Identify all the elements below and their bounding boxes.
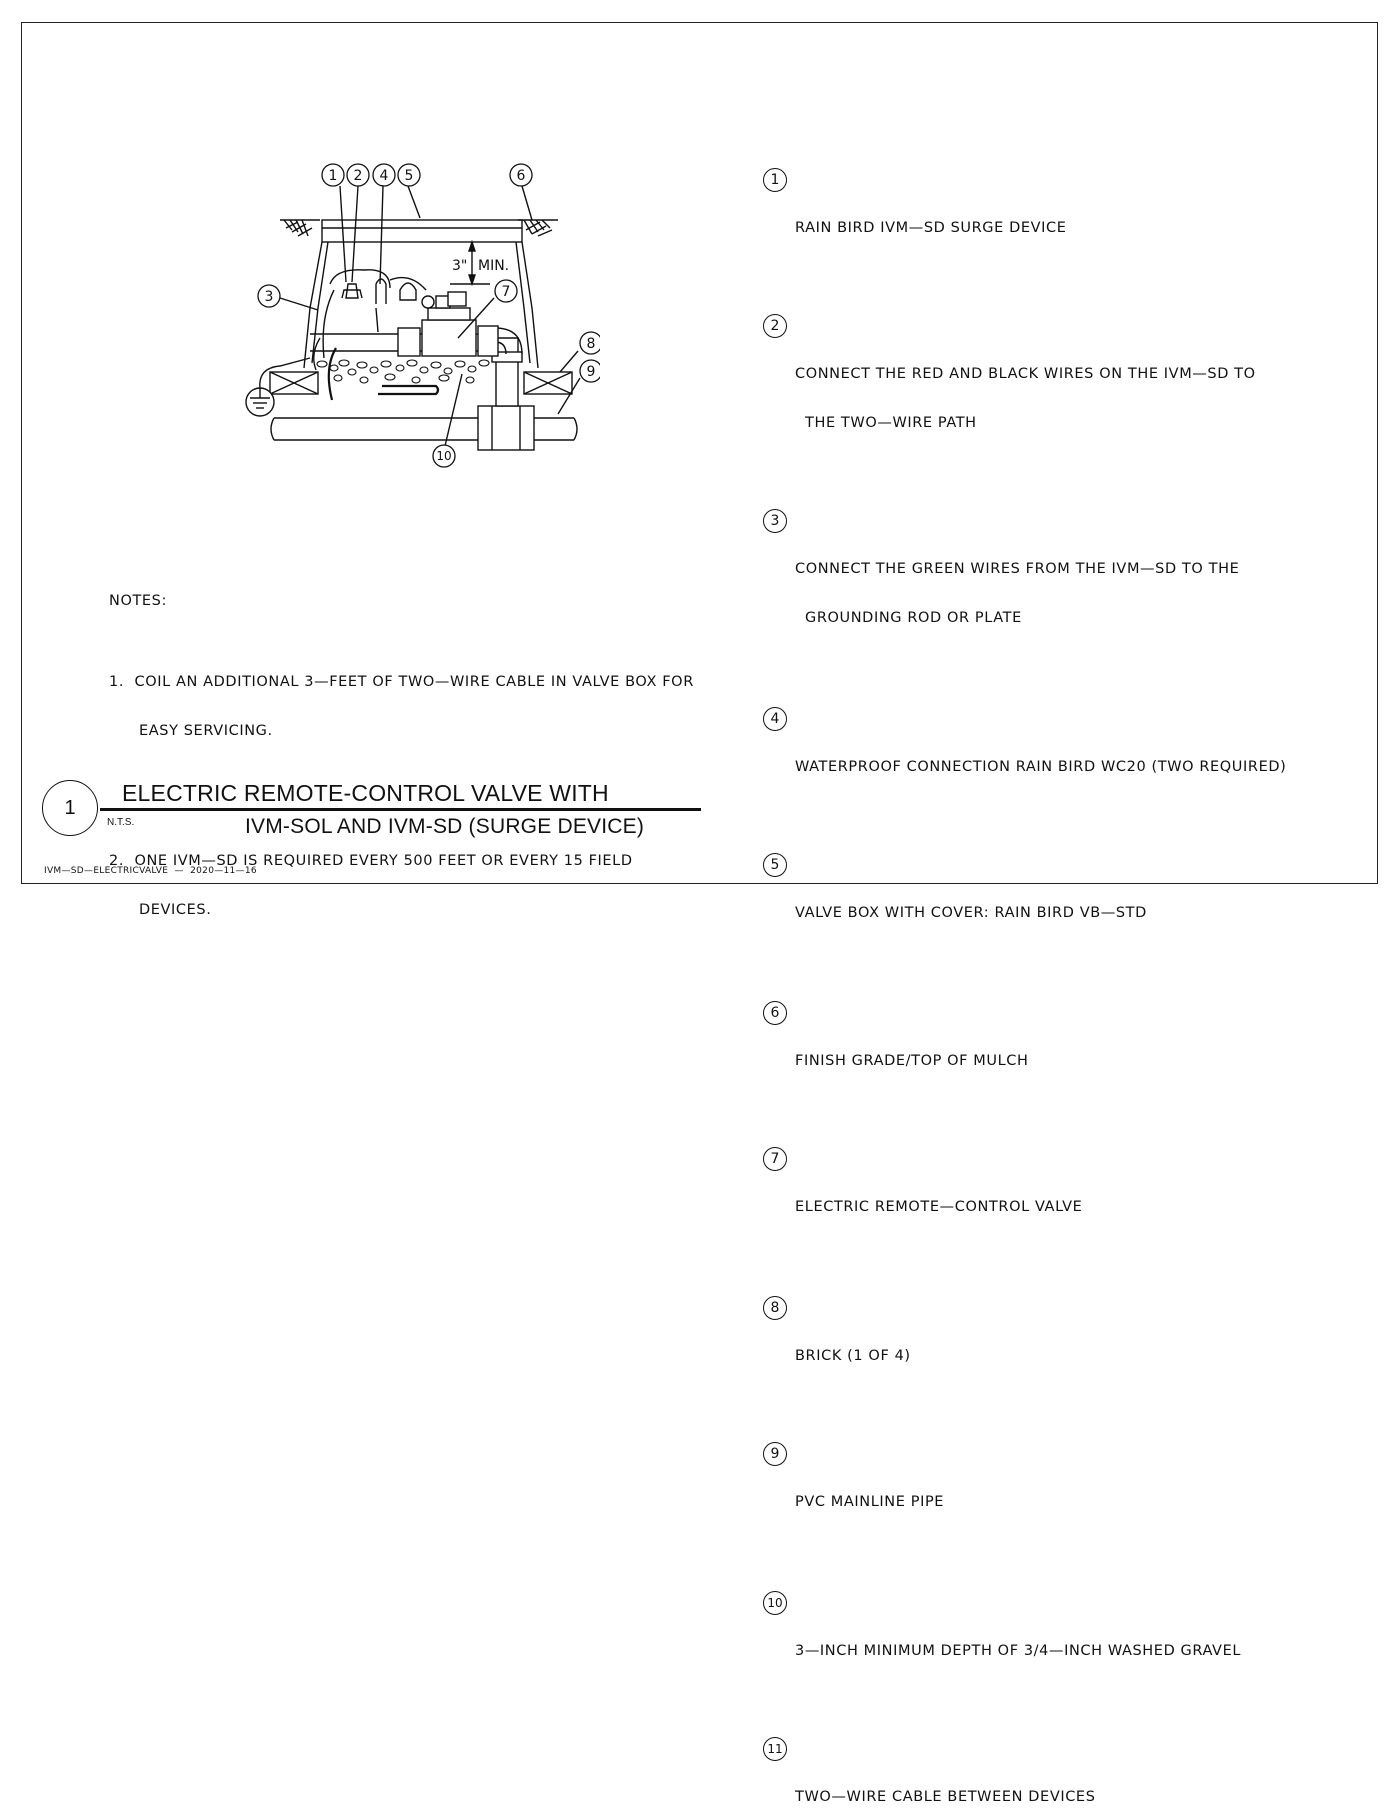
legend-number: 1 xyxy=(763,168,787,192)
legend-text: THE TWO—WIRE PATH xyxy=(805,415,977,431)
legend-text: BRICK (1 OF 4) xyxy=(795,1348,911,1364)
legend-item: 9 PVC MAINLINE PIPE xyxy=(763,1442,1363,1543)
legend-text: CONNECT THE RED AND BLACK WIRES ON THE I… xyxy=(795,366,1256,382)
svg-text:1: 1 xyxy=(329,168,338,184)
svg-text:7: 7 xyxy=(502,284,511,300)
legend: 1 RAIN BIRD IVM—SD SURGE DEVICE 2 CONNEC… xyxy=(763,140,1363,1805)
brick-left xyxy=(269,371,319,395)
ivm-sd-surge-device xyxy=(341,289,363,299)
callout-3: 3 xyxy=(257,284,281,308)
callout-2: 2 xyxy=(346,163,370,187)
callout-5: 5 xyxy=(397,163,421,187)
finish-grade-right xyxy=(518,219,558,237)
callout-1: 1 xyxy=(321,163,345,187)
svg-text:8: 8 xyxy=(587,336,596,352)
legend-text: VALVE BOX WITH COVER: RAIN BIRD VB—STD xyxy=(795,905,1147,921)
two-wire-cable-coil xyxy=(327,347,440,401)
svg-text:3: 3 xyxy=(265,289,274,305)
legend-number: 4 xyxy=(763,707,787,731)
detail-title-line-2: IVM-SOL AND IVM-SD (SURGE DEVICE) xyxy=(245,815,645,838)
note-item: 1. COIL AN ADDITIONAL 3—FEET OF TWO—WIRE… xyxy=(109,642,729,772)
valve-box-wall-left xyxy=(303,241,329,369)
legend-text: FINISH GRADE/TOP OF MULCH xyxy=(795,1053,1029,1069)
note-line: DEVICES. xyxy=(139,902,212,918)
note-line: 1. COIL AN ADDITIONAL 3—FEET OF TWO—WIRE… xyxy=(109,674,694,690)
title-underline xyxy=(100,808,701,811)
dimension-label: MIN. xyxy=(478,258,509,274)
legend-item: 7 ELECTRIC REMOTE—CONTROL VALVE xyxy=(763,1147,1363,1248)
legend-item: 3 CONNECT THE GREEN WIRES FROM THE IVM—S… xyxy=(763,509,1363,659)
brick-right xyxy=(523,371,573,395)
legend-text: GROUNDING ROD OR PLATE xyxy=(805,610,1022,626)
legend-item: 11 TWO—WIRE CABLE BETWEEN DEVICES xyxy=(763,1737,1363,1812)
legend-text: WATERPROOF CONNECTION RAIN BIRD WC20 (TW… xyxy=(795,759,1287,775)
callout-6: 6 xyxy=(509,163,533,187)
valve-box-wall-right xyxy=(515,241,539,369)
note-line: EASY SERVICING. xyxy=(139,723,273,739)
legend-item: 4 WATERPROOF CONNECTION RAIN BIRD WC20 (… xyxy=(763,707,1363,808)
legend-number: 7 xyxy=(763,1147,787,1171)
legend-item: 8 BRICK (1 OF 4) xyxy=(763,1296,1363,1397)
legend-text: 3—INCH MINIMUM DEPTH OF 3/4—INCH WASHED … xyxy=(795,1643,1242,1659)
legend-number: 9 xyxy=(763,1442,787,1466)
legend-number: 6 xyxy=(763,1001,787,1025)
callout-10: 10 xyxy=(432,444,456,468)
legend-number: 8 xyxy=(763,1296,787,1320)
scale-label: N.T.S. xyxy=(107,817,135,828)
svg-text:9: 9 xyxy=(587,364,596,380)
pvc-mainline-pipe xyxy=(270,417,578,441)
callout-4: 4 xyxy=(372,163,396,187)
notes-title: NOTES: xyxy=(109,593,167,609)
legend-number: 2 xyxy=(763,314,787,338)
legend-item: 1 RAIN BIRD IVM—SD SURGE DEVICE xyxy=(763,168,1363,269)
callout-8: 8 xyxy=(579,331,600,355)
legend-text: RAIN BIRD IVM—SD SURGE DEVICE xyxy=(795,220,1067,236)
legend-item: 10 3—INCH MINIMUM DEPTH OF 3/4—INCH WASH… xyxy=(763,1591,1363,1692)
legend-item: 2 CONNECT THE RED AND BLACK WIRES ON THE… xyxy=(763,314,1363,464)
washed-gravel xyxy=(316,359,490,384)
grounding-plate xyxy=(245,357,311,417)
svg-text:5: 5 xyxy=(405,168,414,184)
legend-number: 10 xyxy=(763,1591,787,1615)
valve-box-cover xyxy=(321,219,523,243)
legend-text: CONNECT THE GREEN WIRES FROM THE IVM—SD … xyxy=(795,561,1240,577)
svg-text:10: 10 xyxy=(436,449,451,463)
remote-control-valve xyxy=(421,319,477,357)
callout-7: 7 xyxy=(494,279,518,303)
finish-grade-left xyxy=(280,219,320,237)
svg-text:2: 2 xyxy=(354,168,363,184)
legend-text: ELECTRIC REMOTE—CONTROL VALVE xyxy=(795,1199,1083,1215)
legend-item: 6 FINISH GRADE/TOP OF MULCH xyxy=(763,1001,1363,1102)
drawing-border xyxy=(21,22,1378,884)
callout-9: 9 xyxy=(579,359,600,383)
note-line: 2. ONE IVM—SD IS REQUIRED EVERY 500 FEET… xyxy=(109,853,633,869)
notes-block: NOTES: 1. COIL AN ADDITIONAL 3—FEET OF T… xyxy=(109,561,729,967)
legend-number: 5 xyxy=(763,853,787,877)
legend-number: 3 xyxy=(763,509,787,533)
legend-text: PVC MAINLINE PIPE xyxy=(795,1494,945,1510)
detail-title-line-1: ELECTRIC REMOTE-CONTROL VALVE WITH xyxy=(122,780,609,806)
note-item: 2. ONE IVM—SD IS REQUIRED EVERY 500 FEET… xyxy=(109,821,729,951)
drawing-id: IVM—SD—ELECTRICVALVE — 2020—11—16 xyxy=(44,866,257,876)
svg-text:6: 6 xyxy=(517,168,526,184)
valve-box-section-drawing: 1 2 4 5 6 3 7 8 xyxy=(245,163,600,468)
svg-text:4: 4 xyxy=(380,168,389,184)
detail-number-bubble: 1 xyxy=(42,780,98,836)
legend-text: TWO—WIRE CABLE BETWEEN DEVICES xyxy=(795,1789,1096,1805)
legend-number: 11 xyxy=(763,1737,787,1761)
dimension-value: 3" xyxy=(452,258,467,274)
